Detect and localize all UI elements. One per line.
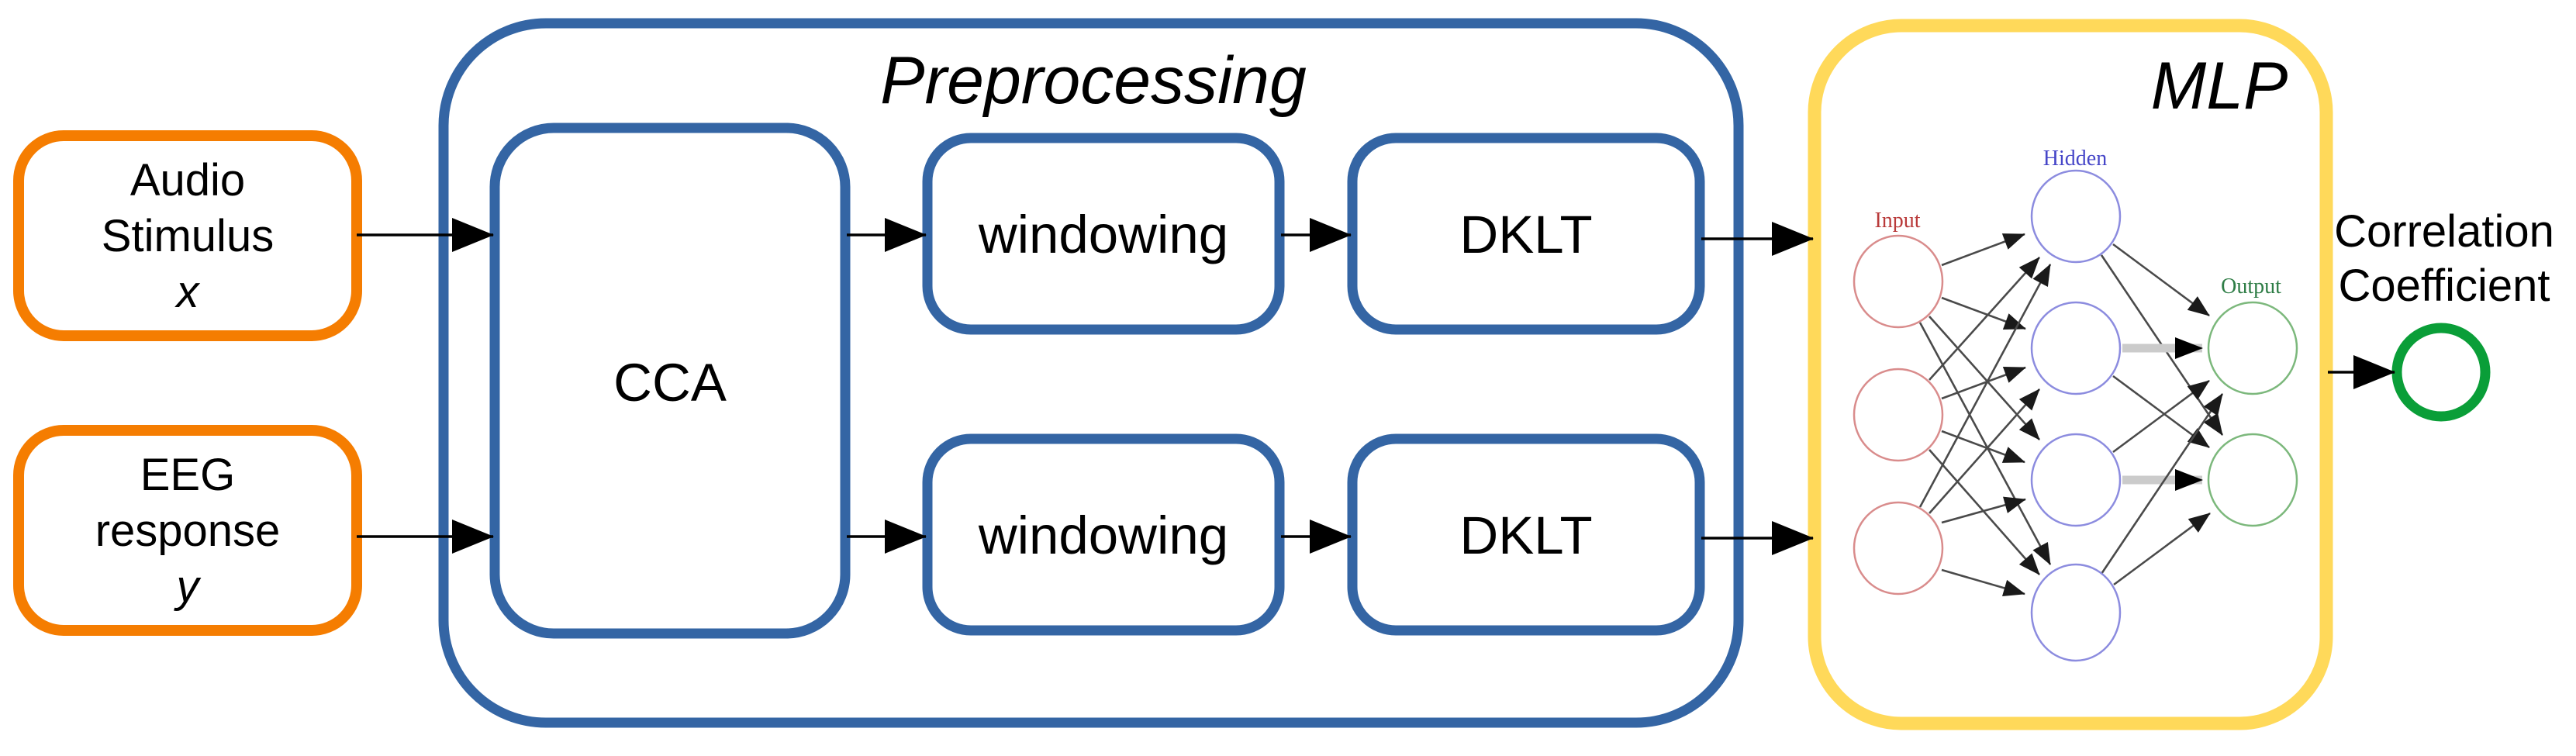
dklt-top-label: DKLT xyxy=(1459,205,1592,264)
preprocessing-container: Preprocessing CCA windowing DKLT windowi… xyxy=(438,18,1744,728)
eeg-response-box: EEG response y xyxy=(13,425,362,636)
hidden-node-4 xyxy=(2030,563,2122,662)
windowing-top-box: windowing xyxy=(922,133,1285,335)
dklt-top-box: DKLT xyxy=(1347,133,1705,335)
hidden-node-1 xyxy=(2030,169,2122,264)
correlation-output: Correlation Coefficient xyxy=(2334,206,2554,422)
eeg-box-outline xyxy=(13,425,362,636)
audio-box-line1: Audio xyxy=(130,155,245,205)
mlp-input-hidden-connections xyxy=(1918,233,2052,597)
dklt-bottom-outline xyxy=(1347,433,1705,636)
mlp-input-layer-label: Input xyxy=(1874,209,1920,233)
hidden-node-2 xyxy=(2030,301,2122,395)
output-node-2 xyxy=(2207,433,2298,527)
dklt-top-outline xyxy=(1347,133,1705,335)
output-node-1 xyxy=(2207,301,2298,395)
audio-box-symbol: x xyxy=(174,267,201,317)
flow-arrows xyxy=(357,218,2395,555)
windowing-top-label: windowing xyxy=(978,205,1228,264)
audio-stimulus-box: Audio Stimulus x xyxy=(13,130,362,341)
eeg-box-symbol: y xyxy=(174,561,202,612)
input-node-1 xyxy=(1853,234,1944,329)
mlp-hidden-layer-label: Hidden xyxy=(2043,147,2107,171)
dklt-bottom-label: DKLT xyxy=(1459,506,1592,565)
windowing-bottom-outline xyxy=(922,433,1285,636)
mlp-outline xyxy=(1808,19,2333,730)
correlation-line1: Correlation xyxy=(2334,206,2554,257)
dklt-bottom-box: DKLT xyxy=(1347,433,1705,636)
hidden-node-3 xyxy=(2030,433,2122,527)
windowing-bottom-label: windowing xyxy=(978,506,1228,565)
correlation-line2: Coefficient xyxy=(2339,261,2550,311)
mlp-container: MLP Input Hidden Output xyxy=(1808,19,2333,730)
mlp-hidden-output-connections xyxy=(2100,243,2224,586)
windowing-bottom-box: windowing xyxy=(922,433,1285,636)
audio-box-line2: Stimulus xyxy=(102,211,274,261)
preprocessing-title: Preprocessing xyxy=(880,43,1307,118)
preprocessing-outline xyxy=(438,18,1744,728)
cca-box: CCA xyxy=(489,123,851,639)
correlation-circle xyxy=(2391,323,2491,422)
cca-box-outline xyxy=(489,123,851,639)
input-node-3 xyxy=(1853,501,1944,595)
mlp-title: MLP xyxy=(2151,49,2288,123)
eeg-box-line1: EEG xyxy=(140,450,236,500)
eeg-box-line2: response xyxy=(95,506,281,556)
cca-label: CCA xyxy=(613,353,727,413)
windowing-top-outline xyxy=(922,133,1285,335)
input-node-2 xyxy=(1853,368,1944,462)
mlp-network: Input Hidden Output xyxy=(1853,147,2298,662)
mlp-output-layer-label: Output xyxy=(2221,274,2281,299)
